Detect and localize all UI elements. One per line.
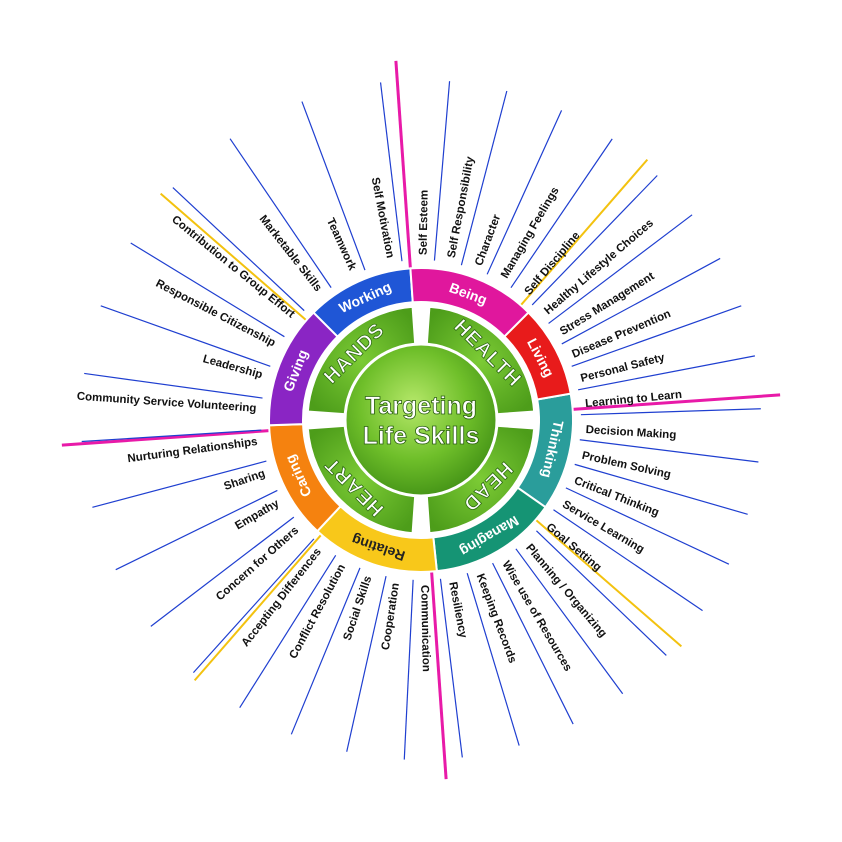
skill-ray <box>100 305 271 367</box>
skill-ray <box>466 573 520 746</box>
skill-label-communication: Communication <box>418 585 432 672</box>
skill-ray <box>130 242 285 338</box>
skill-ray <box>403 579 414 760</box>
skill-label-social-skills: Social Skills <box>342 575 375 642</box>
skill-ray <box>486 110 563 275</box>
skill-ray <box>565 487 730 565</box>
section-divider-ray <box>519 158 649 306</box>
skill-ray <box>239 555 337 708</box>
section-divider-ray <box>159 192 307 322</box>
skill-label-character: Character <box>473 213 503 268</box>
quadrant-divider-ray <box>61 429 270 447</box>
skill-ray <box>571 305 742 367</box>
center-title-line1: Targeting <box>365 392 477 420</box>
skill-ray <box>150 516 295 627</box>
skill-ray <box>301 101 366 271</box>
skill-ray <box>492 562 574 725</box>
section-divider-ray <box>535 518 683 648</box>
skill-label-personal-safety: Personal Safety <box>579 352 666 385</box>
skill-ray <box>433 81 451 261</box>
skill-label-problem-solving: Problem Solving <box>581 450 672 481</box>
skill-ray <box>579 439 759 463</box>
ray-layer <box>61 60 781 780</box>
skill-ray <box>290 567 361 735</box>
skill-ray <box>510 138 613 289</box>
skill-ray <box>439 578 463 758</box>
skill-ray <box>92 460 267 508</box>
skill-ray <box>553 509 703 612</box>
center-title-line2: Life Skills <box>363 422 480 450</box>
skill-ray <box>548 214 693 324</box>
section-divider-ray <box>193 534 323 682</box>
skill-ray <box>531 175 658 306</box>
center-circle <box>343 342 499 498</box>
quadrant-divider-ray <box>572 393 781 411</box>
skill-ray <box>84 372 263 399</box>
skill-label-resiliency: Resiliency <box>446 581 469 640</box>
skill-ray <box>515 548 624 695</box>
skill-label-decision-making: Decision Making <box>585 424 676 442</box>
skill-ray <box>578 355 756 391</box>
skill-label-marketable-skills: Marketable Skills <box>257 213 324 294</box>
skill-ray <box>229 138 332 288</box>
skill-label-community-service-volunteering: Community Service Volunteering <box>76 391 256 415</box>
skill-label-teamwork: Teamwork <box>324 216 358 273</box>
skill-ray <box>172 187 305 312</box>
quadrant-divider-ray <box>394 60 412 269</box>
skill-ray <box>192 538 315 673</box>
skill-ray <box>81 429 262 443</box>
skill-label-leadership: Leadership <box>201 353 263 381</box>
skill-label-cooperation: Cooperation <box>380 582 402 651</box>
section-segment-living <box>503 311 572 401</box>
skill-label-self-responsibility: Self Responsibility <box>446 155 477 259</box>
skill-label-self-esteem: Self Esteem <box>418 190 431 255</box>
skill-label-empathy: Empathy <box>233 497 282 532</box>
skill-ray <box>536 530 667 656</box>
skill-ray <box>379 82 403 262</box>
skill-ray <box>460 90 508 266</box>
skill-ray <box>115 489 278 571</box>
skill-ray <box>574 463 748 515</box>
skill-ray <box>561 257 721 345</box>
center-hub: Targeting Life Skills <box>343 342 499 498</box>
skill-label-self-motivation: Self Motivation <box>369 176 396 259</box>
skill-ray <box>580 408 761 416</box>
skill-label-learning-to-learn: Learning to Learn <box>585 389 683 410</box>
quadrant-divider-ray <box>430 571 448 780</box>
skill-ray <box>346 576 387 752</box>
